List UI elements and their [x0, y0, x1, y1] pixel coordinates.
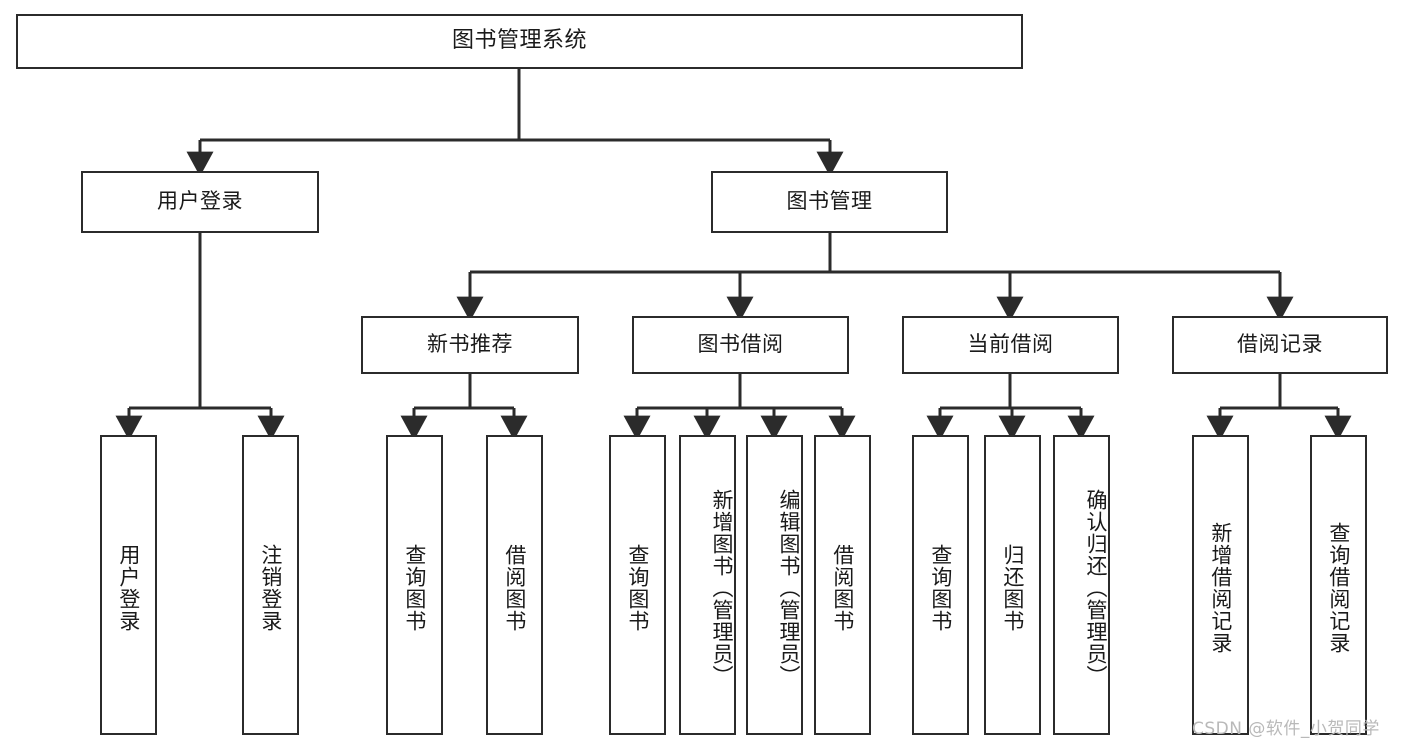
csdn-watermark: CSDN @软件_小贺同学	[1192, 719, 1380, 739]
node-leaf-3[interactable]: 借阅图书	[486, 435, 543, 735]
node-leaf-0[interactable]: 用户登录	[100, 435, 157, 735]
node-leaf-1[interactable]: 注销登录	[242, 435, 299, 735]
node-root[interactable]: 图书管理系统	[16, 14, 1023, 69]
node-leaf-5[interactable]: 新增图书（管理员）	[679, 435, 736, 735]
node-leaf-8[interactable]: 查询图书	[912, 435, 969, 735]
node-level3-3[interactable]: 借阅记录	[1172, 316, 1388, 374]
node-level2-1[interactable]: 图书管理	[711, 171, 948, 233]
node-level3-1[interactable]: 图书借阅	[632, 316, 849, 374]
node-level2-0[interactable]: 用户登录	[81, 171, 319, 233]
node-leaf-9[interactable]: 归还图书	[984, 435, 1041, 735]
node-leaf-2[interactable]: 查询图书	[386, 435, 443, 735]
node-leaf-7[interactable]: 借阅图书	[814, 435, 871, 735]
node-leaf-12[interactable]: 查询借阅记录	[1310, 435, 1367, 735]
node-leaf-6[interactable]: 编辑图书（管理员）	[746, 435, 803, 735]
node-leaf-11[interactable]: 新增借阅记录	[1192, 435, 1249, 735]
node-level3-0[interactable]: 新书推荐	[361, 316, 579, 374]
node-leaf-4[interactable]: 查询图书	[609, 435, 666, 735]
node-leaf-10[interactable]: 确认归还（管理员）	[1053, 435, 1110, 735]
node-level3-2[interactable]: 当前借阅	[902, 316, 1119, 374]
